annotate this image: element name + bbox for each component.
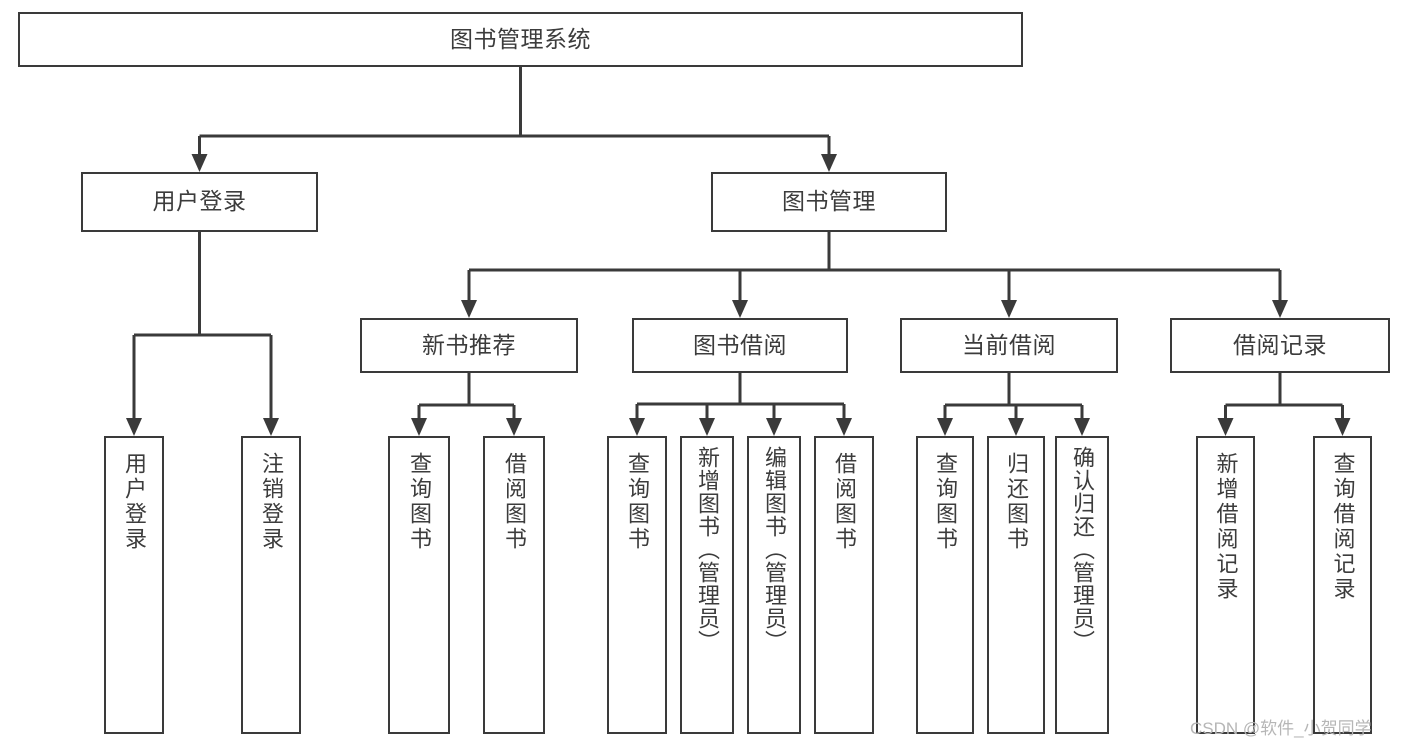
- node-leaf-query-borrow-record[interactable]: 查询借阅记录: [1313, 436, 1372, 734]
- node-label: 查询借阅记录: [1330, 452, 1356, 602]
- node-leaf-add-book-admin[interactable]: 新增图书（管理员）: [680, 436, 734, 734]
- node-label: 新增图书（管理员）: [695, 446, 720, 653]
- node-new-book-recommendation[interactable]: 新书推荐: [360, 318, 578, 373]
- node-label: 查询图书: [407, 452, 432, 552]
- node-leaf-borrow-books-recommend[interactable]: 借阅图书: [483, 436, 545, 734]
- node-leaf-logout[interactable]: 注销登录: [241, 436, 301, 734]
- node-borrowing-records[interactable]: 借阅记录: [1170, 318, 1390, 373]
- watermark-text: CSDN @软件_小贺同学: [1190, 719, 1372, 738]
- node-leaf-query-books-current[interactable]: 查询图书: [916, 436, 974, 734]
- node-book-management[interactable]: 图书管理: [711, 172, 947, 232]
- node-leaf-borrow-books-borrowing[interactable]: 借阅图书: [814, 436, 874, 734]
- node-leaf-add-borrow-record[interactable]: 新增借阅记录: [1196, 436, 1255, 734]
- node-label: 借阅记录: [1233, 331, 1327, 358]
- node-label: 图书管理: [782, 188, 876, 215]
- node-label: 新增借阅记录: [1213, 452, 1239, 602]
- node-label: 确认归还（管理员）: [1070, 446, 1095, 653]
- node-leaf-return-books[interactable]: 归还图书: [987, 436, 1045, 734]
- node-user-login[interactable]: 用户登录: [81, 172, 318, 232]
- node-label: 用户登录: [122, 452, 147, 552]
- node-label: 借阅图书: [832, 452, 857, 552]
- node-label: 图书管理系统: [450, 25, 591, 52]
- node-leaf-query-books-recommend[interactable]: 查询图书: [388, 436, 450, 734]
- node-leaf-user-login[interactable]: 用户登录: [104, 436, 164, 734]
- node-label: 新书推荐: [422, 331, 516, 358]
- node-label: 查询图书: [625, 452, 650, 552]
- node-label: 借阅图书: [502, 452, 527, 552]
- node-label: 编辑图书（管理员）: [762, 446, 787, 653]
- node-label: 图书借阅: [693, 331, 787, 358]
- node-leaf-query-books-borrowing[interactable]: 查询图书: [607, 436, 667, 734]
- node-label: 查询图书: [933, 452, 958, 552]
- node-root-book-management-system[interactable]: 图书管理系统: [18, 12, 1023, 67]
- node-current-borrowing[interactable]: 当前借阅: [900, 318, 1118, 373]
- node-label: 注销登录: [259, 452, 284, 552]
- node-label: 当前借阅: [962, 331, 1056, 358]
- node-label: 用户登录: [152, 188, 247, 215]
- node-label: 归还图书: [1004, 452, 1029, 552]
- node-book-borrowing[interactable]: 图书借阅: [632, 318, 848, 373]
- node-leaf-confirm-return-admin[interactable]: 确认归还（管理员）: [1055, 436, 1109, 734]
- node-leaf-edit-book-admin[interactable]: 编辑图书（管理员）: [747, 436, 801, 734]
